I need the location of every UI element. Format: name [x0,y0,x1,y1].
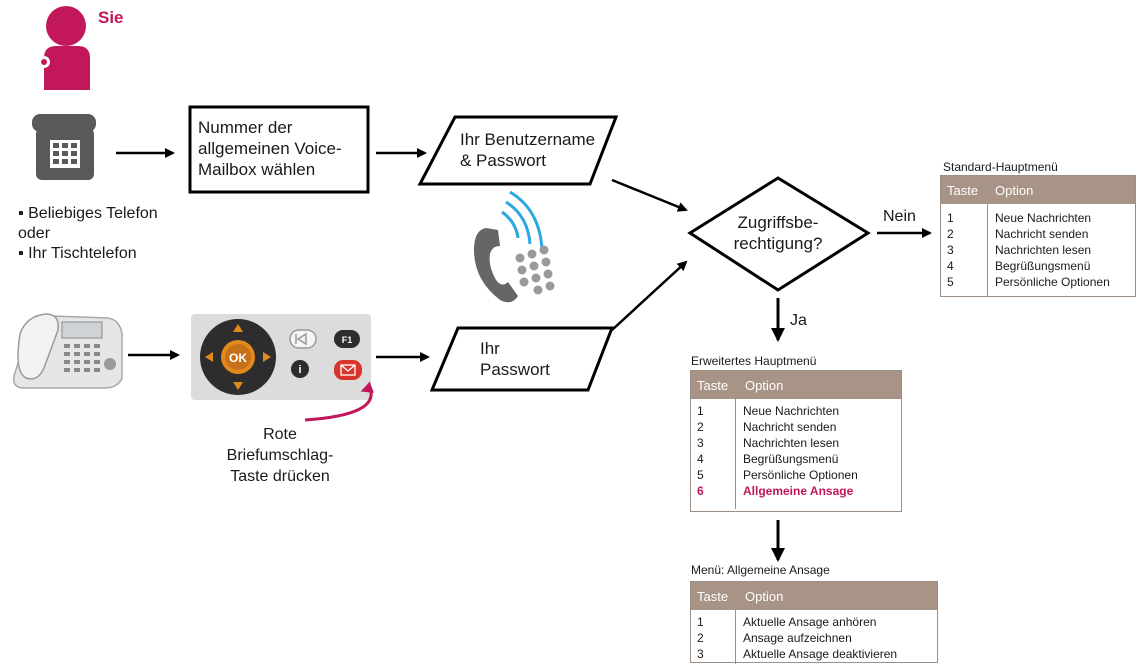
row-option: Neue Nachrichten [995,211,1092,225]
credentials-line: & Passwort [460,151,546,170]
table-row: 2 Nachricht senden [691,419,901,435]
edge-label-yes: Ja [790,312,807,329]
row-option: Begrüßungsmenü [995,259,1091,273]
handset-keypad-icon [474,190,555,303]
dial-box-shape [188,105,370,194]
row-option: Nachrichten lesen [995,243,1092,257]
general-menu-title: Menü: Allgemeine Ansage [691,563,830,577]
row-option: Nachricht senden [995,227,1089,241]
table-row: 1 Neue Nachrichten [941,210,1135,226]
row-key: 3 [947,243,954,257]
dial-box-line: Mailbox wählen [198,160,316,179]
dial-box-text: Nummer der allgemeinen Voice- Mailbox wä… [198,117,342,180]
password-line: Passwort [480,360,550,379]
keypad-caption: Rote Briefumschlag- Taste drücken [200,424,360,487]
arrow-credentials-to-check [611,178,688,212]
dial-box-line: allgemeinen Voice- [198,139,342,158]
svg-text:i: i [298,364,301,376]
extended-menu-title: Erweitertes Hauptmenü [691,354,817,368]
row-key: 4 [697,452,704,466]
row-option: Persönliche Optionen [995,275,1110,289]
row-option: Aktuelle Ansage deaktivieren [743,647,898,661]
table-row: 3 Nachrichten lesen [691,435,901,451]
f1-key-label: F1 [342,335,353,345]
table-header: Taste Option [941,176,1135,204]
row-key: 4 [947,259,954,273]
credentials-text: Ihr Benutzername & Passwort [460,129,595,171]
table-row: 5 Persönliche Optionen [941,274,1135,290]
row-key: 1 [947,211,954,225]
table-row: 4 Begrüßungsmenü [941,258,1135,274]
row-key: 5 [947,275,954,289]
phone-option: ▪ Beliebiges Telefon [18,205,158,222]
row-key: 1 [697,404,704,418]
col-option-header: Option [995,182,1034,198]
row-key: 2 [697,420,704,434]
caption-line: Taste drücken [230,468,330,485]
table-row: 4 Begrüßungsmenü [691,451,901,467]
caption-line: Briefumschlag- [226,447,334,464]
desk-phone-icon [12,313,123,389]
phone-icon [32,114,96,180]
dial-box-line: Nummer der [198,118,293,137]
phone-option: oder [18,225,51,242]
row-key: 6 [697,484,704,498]
edge-label-no: Nein [883,208,916,225]
table-header: Taste Option [691,371,901,399]
table-row: 1 Aktuelle Ansage anhören [691,614,937,630]
row-option: Ansage aufzeichnen [743,631,852,645]
row-key: 5 [697,468,704,482]
pointer-arrow [304,381,374,422]
access-check-text: Zugriffsbe- rechtigung? [720,212,836,254]
col-option-header: Option [745,377,784,393]
row-option: Aktuelle Ansage anhören [743,615,877,629]
phone-option: ▪ Ihr Tischtelefon [18,245,137,262]
row-option: Nachricht senden [743,420,837,434]
row-key: 3 [697,647,704,661]
row-option: Neue Nachrichten [743,404,840,418]
row-option: Allgemeine Ansage [743,484,854,498]
password-text: Ihr Passwort [480,338,550,380]
row-option: Nachrichten lesen [743,436,840,450]
keypad-panel: i [191,314,371,400]
table-row: 3 Nachrichten lesen [941,242,1135,258]
row-option: Begrüßungsmenü [743,452,839,466]
access-check-shape [687,176,871,292]
col-option-header: Option [745,588,784,604]
table-row: 3 Aktuelle Ansage deaktivieren [691,646,937,662]
table-row: 1 Neue Nachrichten [691,403,901,419]
phone-options: ▪ Beliebiges Telefon oder ▪ Ihr Tischtel… [18,204,158,264]
row-key: 1 [697,615,704,629]
access-check-line: rechtigung? [733,234,823,253]
row-key: 2 [697,631,704,645]
row-key: 3 [697,436,704,450]
row-key: 2 [947,227,954,241]
person-icon [38,6,90,90]
credentials-shape [417,115,619,186]
caption-line: Rote [263,426,297,443]
table-row: 2 Ansage aufzeichnen [691,630,937,646]
table-header: Taste Option [691,582,937,610]
table-row-highlight: 6 Allgemeine Ansage [691,483,901,499]
sie-label: Sie [98,8,124,27]
password-shape [429,326,615,392]
password-line: Ihr [480,339,500,358]
ok-key-label: OK [229,351,247,365]
col-key-header: Taste [697,588,729,604]
arrow-password-to-check [611,260,688,331]
col-key-header: Taste [697,377,729,393]
access-check-line: Zugriffsbe- [737,213,819,232]
col-key-header: Taste [947,182,979,198]
row-option: Persönliche Optionen [743,468,858,482]
credentials-line: Ihr Benutzername [460,130,596,149]
table-row: 5 Persönliche Optionen [691,467,901,483]
standard-menu-title: Standard-Hauptmenü [943,160,1058,174]
table-row: 2 Nachricht senden [941,226,1135,242]
